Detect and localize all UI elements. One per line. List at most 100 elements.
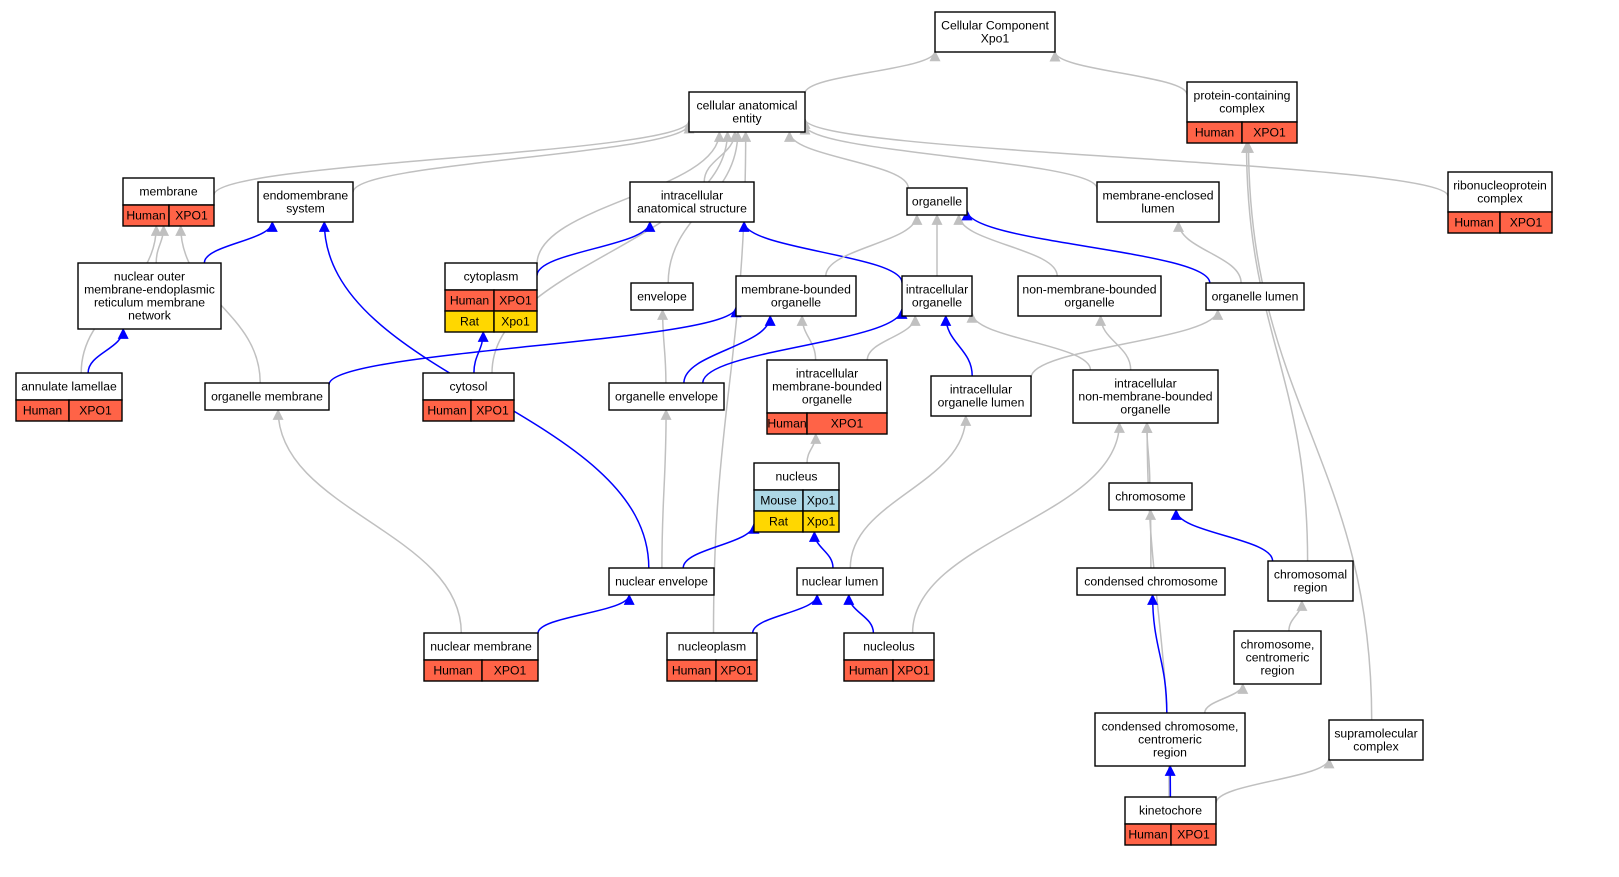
term-label: intracellular — [950, 383, 1012, 397]
gene-cell — [1499, 211, 1553, 234]
term-box — [735, 275, 857, 317]
edge-ias-to-cae — [703, 130, 741, 183]
term-label: reticulum membrane — [94, 296, 205, 310]
gene-cell — [168, 204, 215, 227]
term-box — [423, 632, 539, 661]
term-label: membrane — [139, 185, 197, 199]
term-label: annulate lamellae — [21, 380, 117, 394]
species-label: Human — [427, 404, 466, 418]
term-box — [257, 181, 354, 223]
term-label: condensed chromosome, — [1102, 720, 1239, 734]
term-node-orgenv[interactable]: organelle envelope — [608, 382, 725, 411]
gene-label: XPO1 — [1253, 126, 1286, 140]
edge-orgenv-to-envelope — [657, 308, 669, 384]
term-box — [608, 382, 725, 411]
term-label: anatomical structure — [637, 202, 747, 216]
term-label: organelle — [771, 296, 821, 310]
term-node-condchr[interactable]: condensed chromosome — [1076, 567, 1226, 596]
term-label: non-membrane-bounded — [1078, 390, 1212, 404]
gene-cell — [493, 310, 538, 333]
term-label: intracellular — [796, 367, 858, 381]
edge-nuc-outer-to-endosys — [203, 220, 278, 264]
term-label: organelle — [802, 393, 852, 407]
term-label: supramolecular — [1334, 727, 1417, 741]
term-node-nuc-outer[interactable]: nuclear outermembrane-endoplasmicreticul… — [77, 262, 222, 330]
term-box — [843, 632, 935, 661]
edge-nucmem-to-nucenv — [537, 593, 635, 634]
edge-nucleus-to-imbo — [806, 432, 822, 464]
edge-cytosol-to-cae — [491, 130, 733, 374]
gene-label: XPO1 — [1510, 216, 1543, 230]
edge-pcc-to-cc — [1049, 50, 1188, 95]
term-box — [796, 567, 884, 596]
edge-iol-to-io — [940, 314, 973, 377]
term-box — [1267, 560, 1354, 602]
term-box — [629, 181, 755, 223]
gene-label: Xpo1 — [501, 315, 530, 329]
term-node-nuclumen[interactable]: nuclear lumen — [796, 567, 884, 596]
gene-label: XPO1 — [499, 294, 532, 308]
gene-cell — [715, 659, 758, 682]
term-box — [766, 359, 888, 414]
term-node-organelle[interactable]: organelle — [906, 187, 968, 216]
gene-cell — [481, 659, 539, 682]
term-box — [930, 375, 1032, 417]
term-node-chromosome[interactable]: chromosome — [1108, 482, 1193, 511]
term-node-orglumen[interactable]: organelle lumen — [1205, 282, 1305, 311]
term-label: endomembrane — [263, 189, 349, 203]
term-node-inmbo[interactable]: intracellularnon-membrane-boundedorganel… — [1072, 369, 1219, 424]
term-label: organelle — [1120, 403, 1170, 417]
edge-nucleolus-to-nuclumen — [843, 593, 875, 634]
edge-inmbo-to-io — [966, 311, 1092, 371]
species-label: Human — [23, 404, 62, 418]
species-label: Human — [450, 294, 489, 308]
species-label: Rat — [769, 515, 789, 529]
edge-io-to-ias — [738, 220, 903, 283]
term-box — [1108, 482, 1193, 511]
term-node-orgmem[interactable]: organelle membrane — [204, 382, 330, 411]
term-box — [1233, 630, 1322, 685]
term-label: organelle envelope — [615, 390, 718, 404]
gene-label: XPO1 — [79, 404, 112, 418]
term-label: Xpo1 — [981, 32, 1010, 46]
term-label: intracellular — [1114, 377, 1176, 391]
species-label: Mouse — [760, 494, 797, 508]
term-node-imbo[interactable]: intracellularmembrane-boundedorganelleHu… — [766, 359, 888, 435]
gene-cell — [806, 412, 888, 435]
edge-orglumen-to-organelle — [961, 209, 1211, 284]
term-box — [934, 11, 1056, 53]
term-node-envelope[interactable]: envelope — [630, 282, 694, 311]
edge-endosys-to-cae — [352, 122, 695, 193]
term-label: organelle — [912, 296, 962, 310]
term-node-nucenv[interactable]: nuclear envelope — [608, 567, 715, 596]
edge-organelle-to-cae — [784, 130, 910, 189]
edge-mel-to-cae — [799, 123, 1098, 189]
edge-imbo-to-mbo — [796, 314, 817, 361]
term-label: cellular anatomical — [697, 99, 798, 113]
